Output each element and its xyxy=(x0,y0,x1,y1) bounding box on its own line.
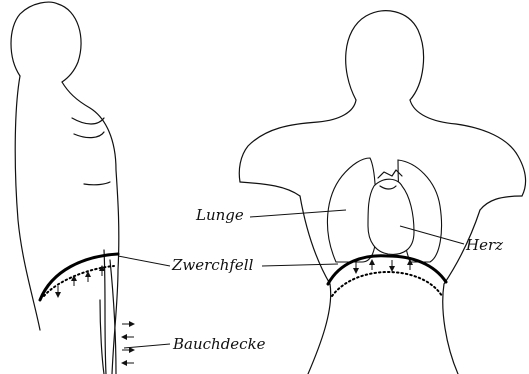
front-view-figure xyxy=(239,11,525,374)
front-arm-left xyxy=(240,182,300,196)
front-neck-outline xyxy=(239,100,356,182)
side-face-outline xyxy=(58,4,81,82)
side-front-outline xyxy=(62,82,119,374)
front-head-outline xyxy=(346,11,424,100)
zwerchfell-leader-right xyxy=(262,264,338,266)
side-head-outline xyxy=(11,2,58,76)
side-diaphragm-dotted xyxy=(44,266,114,296)
bauchdecke-label: Bauchdecke xyxy=(173,337,266,352)
front-diaphragm-dotted xyxy=(332,272,442,296)
front-arm-right xyxy=(480,196,522,210)
front-torso-right xyxy=(443,210,480,374)
front-torso-left xyxy=(300,196,331,374)
lunge-label: Lunge xyxy=(196,208,244,223)
side-view-figure xyxy=(11,2,134,374)
side-arm-outline xyxy=(72,118,110,185)
side-back-outline xyxy=(15,76,40,330)
herz-label: Herz xyxy=(466,238,503,253)
abdominal-wall-arrows xyxy=(122,324,134,363)
side-diaphragm-solid xyxy=(40,254,118,300)
zwerchfell-label: Zwerchfell xyxy=(172,258,253,273)
bauchdecke-leader xyxy=(124,344,170,348)
zwerchfell-leader-left xyxy=(118,256,170,266)
